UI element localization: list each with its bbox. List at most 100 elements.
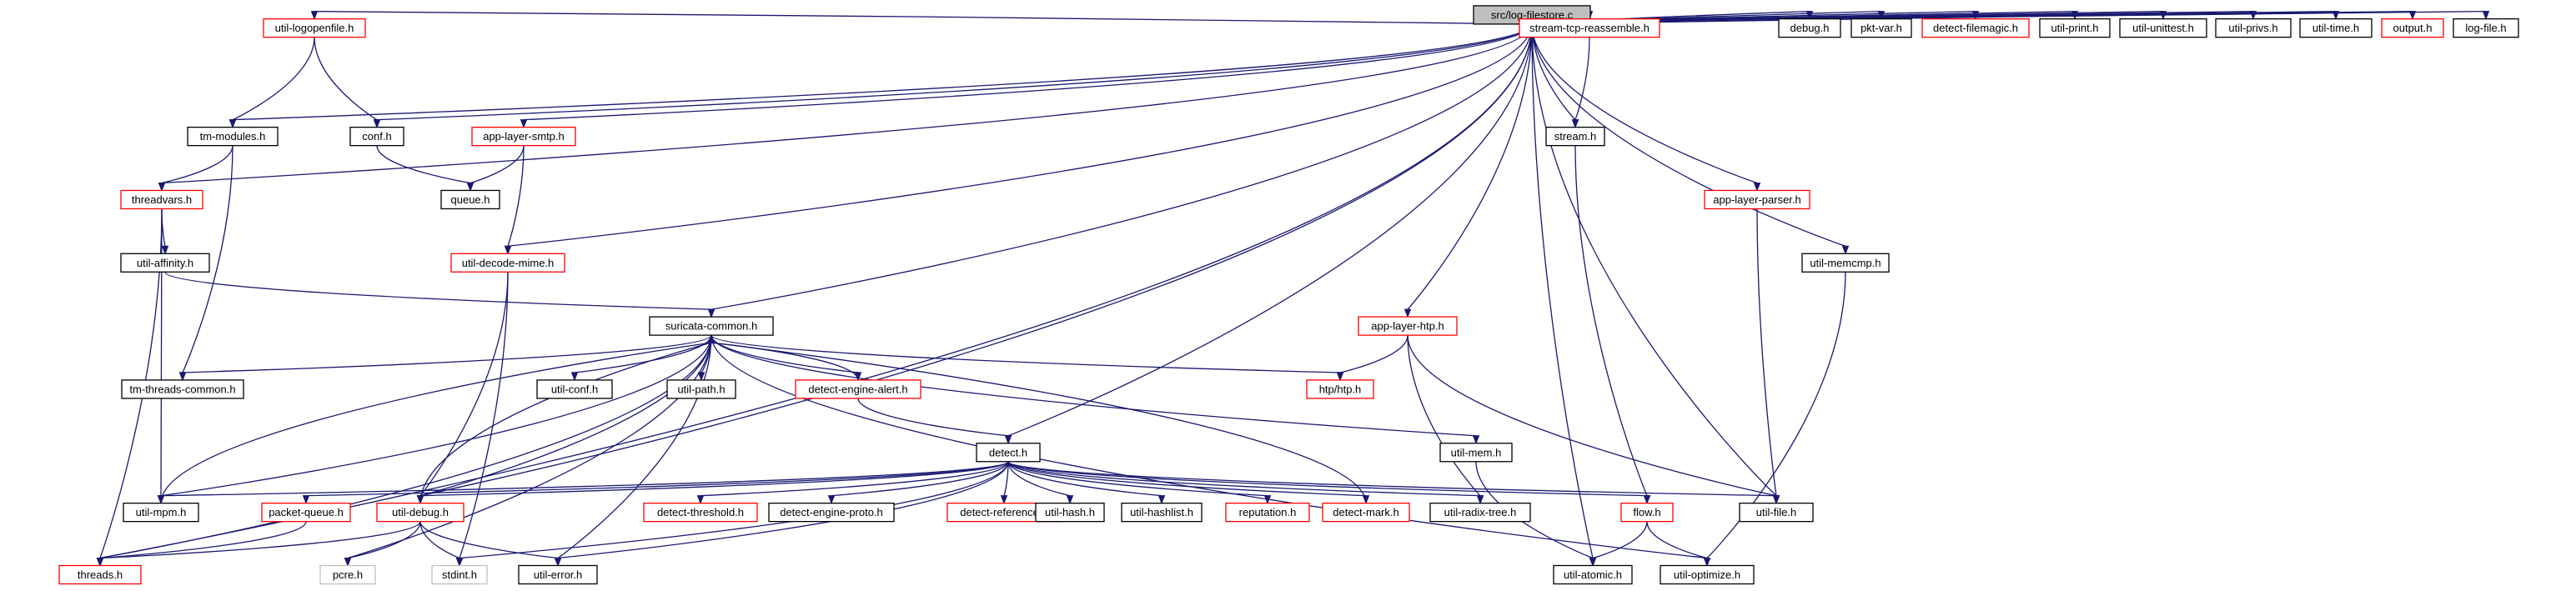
node-util-unittest[interactable]: util-unittest.h	[2119, 18, 2207, 38]
node-detect-mark[interactable]: detect-mark.h	[1322, 502, 1410, 523]
node-label: debug.h	[1790, 22, 1830, 34]
node-util-optimize[interactable]: util-optimize.h	[1660, 564, 1755, 585]
node-queue[interactable]: queue.h	[440, 189, 500, 210]
edge-suricata-common-to-detect-engine-alert	[711, 334, 862, 382]
node-box	[1739, 502, 1814, 523]
node-box	[187, 126, 279, 147]
node-util-radix-tree[interactable]: util-radix-tree.h	[1429, 502, 1531, 523]
node-label: util-unittest.h	[2132, 22, 2194, 34]
node-util-print[interactable]: util-print.h	[2039, 18, 2111, 38]
node-util-memcmp[interactable]: util-memcmp.h	[1801, 253, 1890, 273]
node-util-mem[interactable]: util-mem.h	[1439, 443, 1513, 463]
node-box	[2453, 18, 2519, 38]
node-detect-engine-proto[interactable]: detect-engine-proto.h	[768, 502, 895, 523]
node-conf[interactable]: conf.h	[349, 126, 404, 147]
node-detect-engine-alert[interactable]: detect-engine-alert.h	[795, 379, 921, 399]
node-log-file[interactable]: log-file.h	[2453, 18, 2519, 38]
node-util-debug[interactable]: util-debug.h	[376, 502, 464, 523]
node-box	[58, 564, 142, 585]
node-app-layer-parser[interactable]: app-layer-parser.h	[1704, 189, 1810, 210]
node-label: pcre.h	[333, 568, 363, 581]
node-output[interactable]: output.h	[2381, 18, 2444, 38]
node-label: util-hash.h	[1045, 506, 1095, 518]
edge-root-to-util-logopenfile	[310, 10, 1533, 25]
edge-tm-modules-to-threadvars	[158, 145, 233, 192]
node-util-path[interactable]: util-path.h	[666, 379, 736, 399]
node-util-file[interactable]: util-file.h	[1739, 502, 1814, 523]
edge-app-layer-htp-to-htp	[1336, 335, 1409, 382]
node-box	[2215, 18, 2292, 38]
edge-util-debug-to-util-error	[419, 521, 562, 567]
node-label: stream-tcp-reassemble.h	[1529, 22, 1650, 34]
node-label: tm-modules.h	[200, 130, 266, 143]
node-box	[1035, 502, 1105, 523]
edge-layer	[96, 10, 2490, 567]
node-util-conf[interactable]: util-conf.h	[536, 379, 613, 399]
edge-suricata-common-to-util-mpm	[157, 335, 712, 505]
node-box	[1545, 126, 1605, 147]
edge-util-logopenfile-to-conf	[314, 37, 381, 129]
node-label: src/log-filestore.c	[1491, 8, 1574, 21]
edge-root-to-util-memcmp	[1531, 23, 1850, 255]
node-box	[1553, 564, 1633, 585]
node-util-atomic[interactable]: util-atomic.h	[1553, 564, 1633, 585]
node-detect-filemagic[interactable]: detect-filemagic.h	[1921, 18, 2030, 38]
node-tm-threads-common[interactable]: tm-threads-common.h	[121, 379, 244, 399]
node-util-mpm[interactable]: util-mpm.h	[123, 502, 199, 523]
edge-suricata-common-to-tm-threads-common	[178, 334, 712, 382]
node-box	[376, 502, 464, 523]
node-util-logopenfile[interactable]: util-logopenfile.h	[263, 18, 366, 38]
edge-root-to-app-layer-parser	[1531, 23, 1761, 192]
edge-util-logopenfile-to-tm-modules	[228, 37, 315, 129]
edge-detect-to-util-hash	[1007, 461, 1074, 505]
node-box	[319, 564, 376, 585]
node-box	[1850, 18, 1912, 38]
node-detect[interactable]: detect.h	[976, 443, 1041, 463]
edge-suricata-common-to-util-error	[554, 335, 712, 567]
edge-root-to-app-layer-htp	[1403, 23, 1533, 318]
node-util-decode-mime[interactable]: util-decode-mime.h	[450, 253, 565, 273]
node-box	[1921, 18, 2030, 38]
node-suricata-common[interactable]: suricata-common.h	[649, 316, 774, 336]
node-label: suricata-common.h	[665, 320, 758, 333]
node-util-hashlist[interactable]: util-hashlist.h	[1121, 502, 1203, 523]
node-threadvars[interactable]: threadvars.h	[120, 189, 203, 210]
node-util-hash[interactable]: util-hash.h	[1035, 502, 1105, 523]
node-label: util-mpm.h	[136, 506, 187, 518]
edge-suricata-common-to-util-conf	[570, 334, 712, 382]
node-box	[666, 379, 736, 399]
node-app-layer-smtp[interactable]: app-layer-smtp.h	[471, 126, 576, 147]
node-util-time[interactable]: util-time.h	[2299, 18, 2373, 38]
node-debug[interactable]: debug.h	[1778, 18, 1841, 38]
node-label: util-atomic.h	[1564, 568, 1622, 581]
node-util-privs[interactable]: util-privs.h	[2215, 18, 2292, 38]
node-reputation[interactable]: reputation.h	[1225, 502, 1310, 523]
node-stream-tcp-reassemble[interactable]: stream-tcp-reassemble.h	[1519, 18, 1660, 38]
node-htp[interactable]: htp/htp.h	[1306, 379, 1374, 399]
edge-detect-engine-alert-to-detect	[857, 398, 1012, 445]
node-stream[interactable]: stream.h	[1545, 126, 1605, 147]
node-box	[2039, 18, 2111, 38]
node-label: util-conf.h	[551, 383, 598, 395]
node-tm-modules[interactable]: tm-modules.h	[187, 126, 279, 147]
edge-detect-to-util-hashlist	[1007, 461, 1166, 505]
node-pcre: pcre.h	[319, 564, 376, 585]
node-box	[2381, 18, 2444, 38]
node-label: detect-reference.h	[960, 506, 1048, 518]
node-label: tm-threads-common.h	[129, 383, 235, 395]
node-label: util-print.h	[2051, 22, 2098, 34]
node-util-error[interactable]: util-error.h	[518, 564, 598, 585]
node-threads[interactable]: threads.h	[58, 564, 142, 585]
node-app-layer-htp[interactable]: app-layer-htp.h	[1358, 316, 1458, 336]
edge-suricata-common-to-util-debug	[416, 335, 712, 505]
node-pkt-var[interactable]: pkt-var.h	[1850, 18, 1912, 38]
edge-detect-to-detect-engine-proto	[827, 461, 1009, 505]
node-box	[1121, 502, 1203, 523]
node-detect-threshold[interactable]: detect-threshold.h	[643, 502, 758, 523]
node-util-affinity[interactable]: util-affinity.h	[120, 253, 210, 273]
node-label: detect-threshold.h	[657, 506, 744, 518]
node-label: util-debug.h	[392, 506, 449, 518]
node-flow[interactable]: flow.h	[1620, 502, 1674, 523]
edge-detect-mark-to-suricata-common	[707, 333, 1367, 503]
node-packet-queue[interactable]: packet-queue.h	[261, 502, 351, 523]
